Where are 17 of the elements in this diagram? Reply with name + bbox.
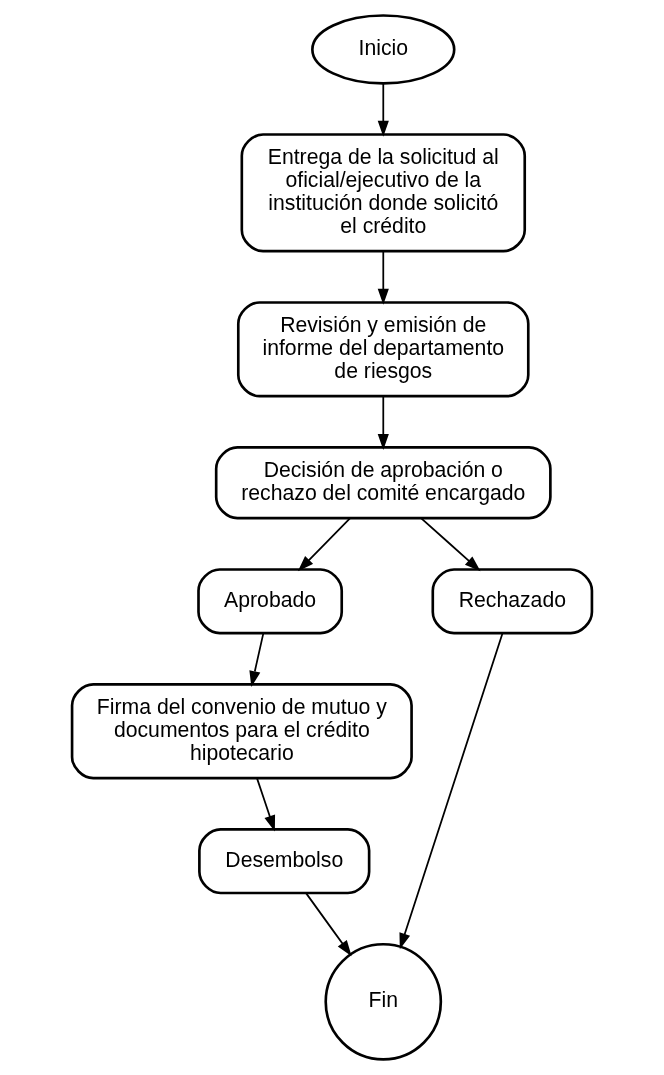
node-box: Revisión y emisión de informe del departamento de riesgos xyxy=(236,301,530,398)
node-box: Entrega de la solicitud al oficial/ejecutivo de la institución donde solicitó el crédito xyxy=(240,133,527,253)
node-box: Decisión de aprobación o rechazo del comité encargado xyxy=(214,446,552,520)
arrow xyxy=(305,892,352,957)
arrow xyxy=(256,777,276,832)
arrow xyxy=(377,395,389,450)
node-box: Desembolso xyxy=(198,828,371,895)
arrow xyxy=(420,517,481,572)
arrow xyxy=(297,517,351,572)
arrow xyxy=(249,632,265,687)
arrow xyxy=(399,632,504,950)
node-box: Rechazado xyxy=(431,568,594,635)
arrow xyxy=(377,250,389,305)
node-ellipse: Inicio xyxy=(311,14,456,85)
arrow xyxy=(377,82,389,137)
node-box: Firma del convenio de mutuo y documentos para el crédito hipotecario xyxy=(70,683,413,780)
node-box: Aprobado xyxy=(197,568,344,635)
